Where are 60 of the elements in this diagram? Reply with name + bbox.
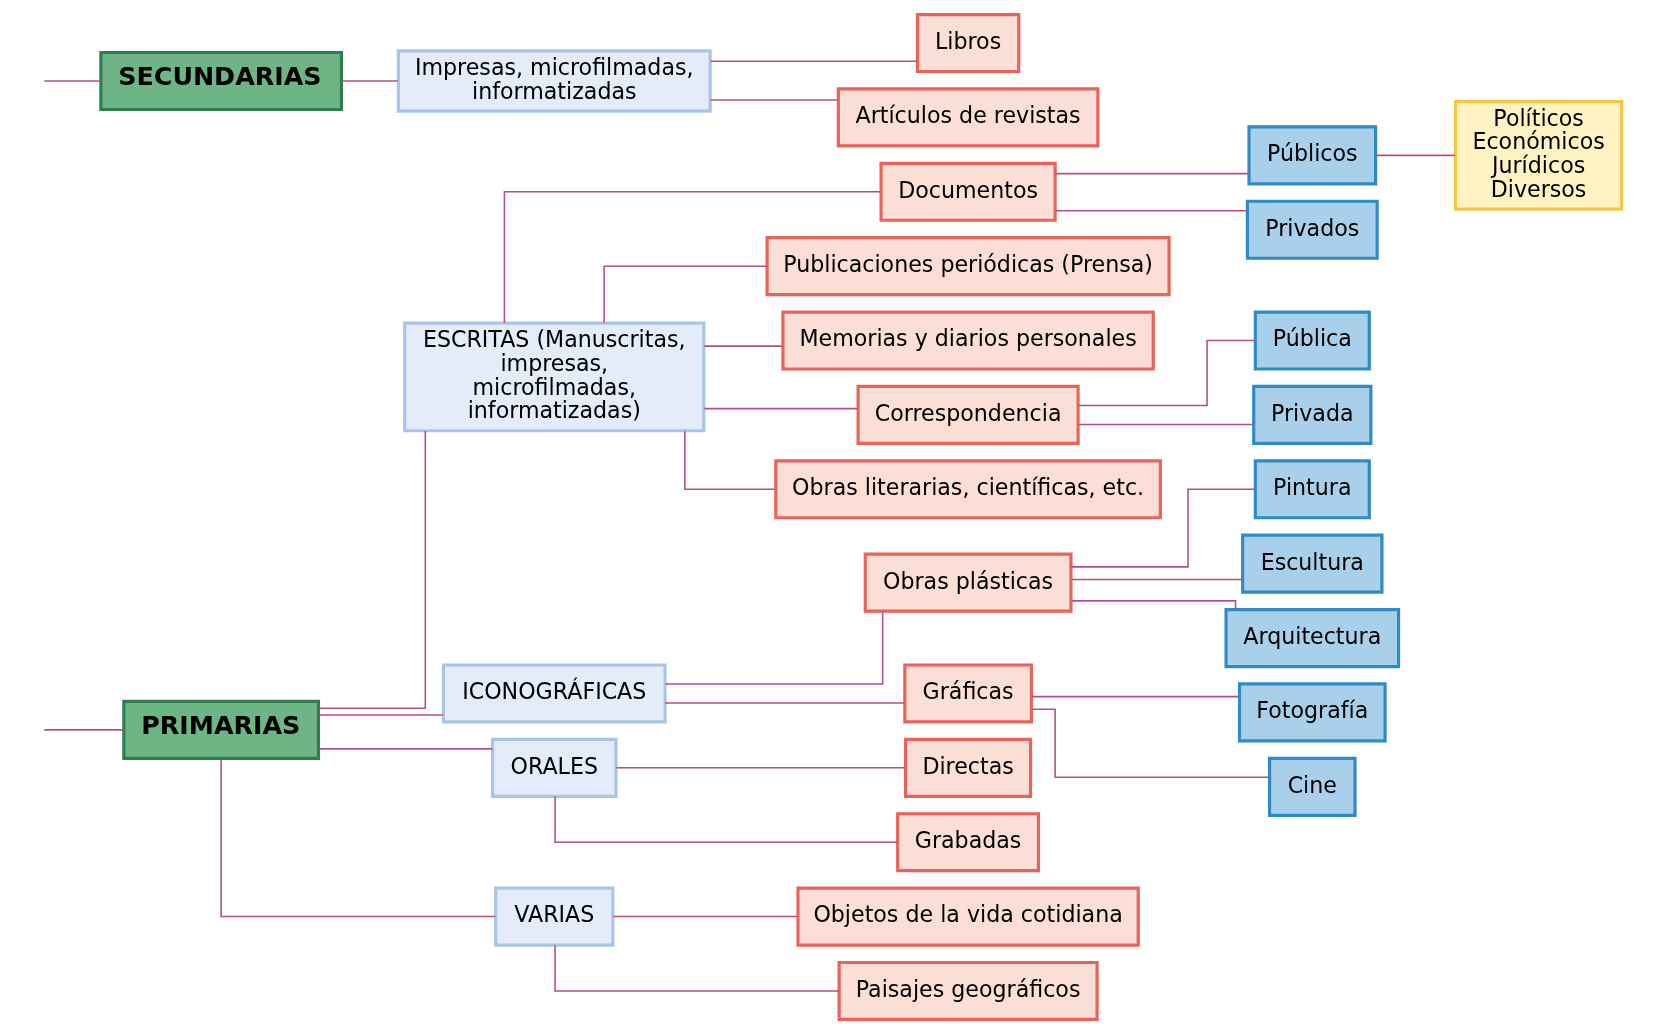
connector (1077, 423, 1254, 426)
node-box: Públicos (1246, 125, 1377, 186)
connector (317, 748, 493, 750)
node-box: Publicaciones periódicas (Prensa) (765, 236, 1171, 297)
node-box: Pública (1253, 310, 1371, 371)
node-box: ORALES (490, 737, 618, 798)
node-box: Obras plásticas (863, 552, 1073, 613)
node-box: Arquitectura (1223, 608, 1400, 669)
node-box: PRIMARIAS (121, 699, 320, 760)
connector (1069, 488, 1256, 568)
connector (1030, 708, 1270, 779)
node-box: Escultura (1240, 533, 1383, 594)
node-box: Privada (1251, 384, 1372, 445)
node-box: Fotografía (1237, 682, 1387, 743)
connector (702, 345, 783, 347)
connector (663, 702, 905, 704)
connector (709, 60, 918, 63)
connector (614, 767, 906, 769)
connector (219, 757, 496, 918)
connector (702, 407, 858, 410)
node-box: Objetos de la vida cotidiana (795, 886, 1140, 947)
connector (317, 430, 426, 709)
connector (1070, 600, 1236, 611)
node-box: Documentos (878, 161, 1057, 222)
node-box: Cine (1267, 756, 1357, 817)
node-box: Paisajes geográficos (837, 960, 1099, 1022)
connector (1054, 210, 1248, 212)
connector (1070, 578, 1243, 581)
node-box: VARIAS (493, 886, 614, 947)
connector (503, 191, 882, 324)
connector (1030, 695, 1240, 698)
connector (1374, 154, 1456, 157)
connector (1077, 339, 1256, 407)
connector (602, 265, 768, 324)
connector (683, 430, 776, 491)
node-box: Políticos Económicos Jurídicos Diversos (1453, 100, 1623, 211)
node-box: Libros (915, 12, 1020, 74)
node-box: Privados (1245, 199, 1379, 260)
node-box: Obras literarias, científicas, etc. (773, 459, 1162, 520)
node-box: Directas (903, 737, 1032, 798)
node-box: Correspondencia (856, 384, 1080, 445)
connector (709, 99, 839, 101)
node-box: Impresas, microfilmadas, informatizadas (396, 49, 712, 113)
node-box: ESCRITAS (Manuscritas, impresas, microfilmadas, informatizadas) (402, 321, 705, 433)
node-box: SECUNDARIAS (98, 50, 343, 112)
connector (340, 80, 399, 82)
connector (42, 729, 124, 731)
connector (553, 944, 840, 992)
node-box: Memorias y diarios personales (780, 310, 1155, 371)
node-box: Gráficas (902, 663, 1033, 724)
node-box: Artículos de revistas (836, 87, 1099, 148)
connector (42, 80, 101, 82)
connector (1054, 172, 1250, 175)
connector (317, 714, 444, 716)
node-box: Grabadas (895, 812, 1040, 873)
connector (664, 610, 883, 685)
connector (611, 915, 798, 918)
connector (553, 795, 898, 843)
node-box: Pintura (1253, 459, 1371, 520)
node-box: ICONOGRÁFICAS (441, 663, 667, 724)
